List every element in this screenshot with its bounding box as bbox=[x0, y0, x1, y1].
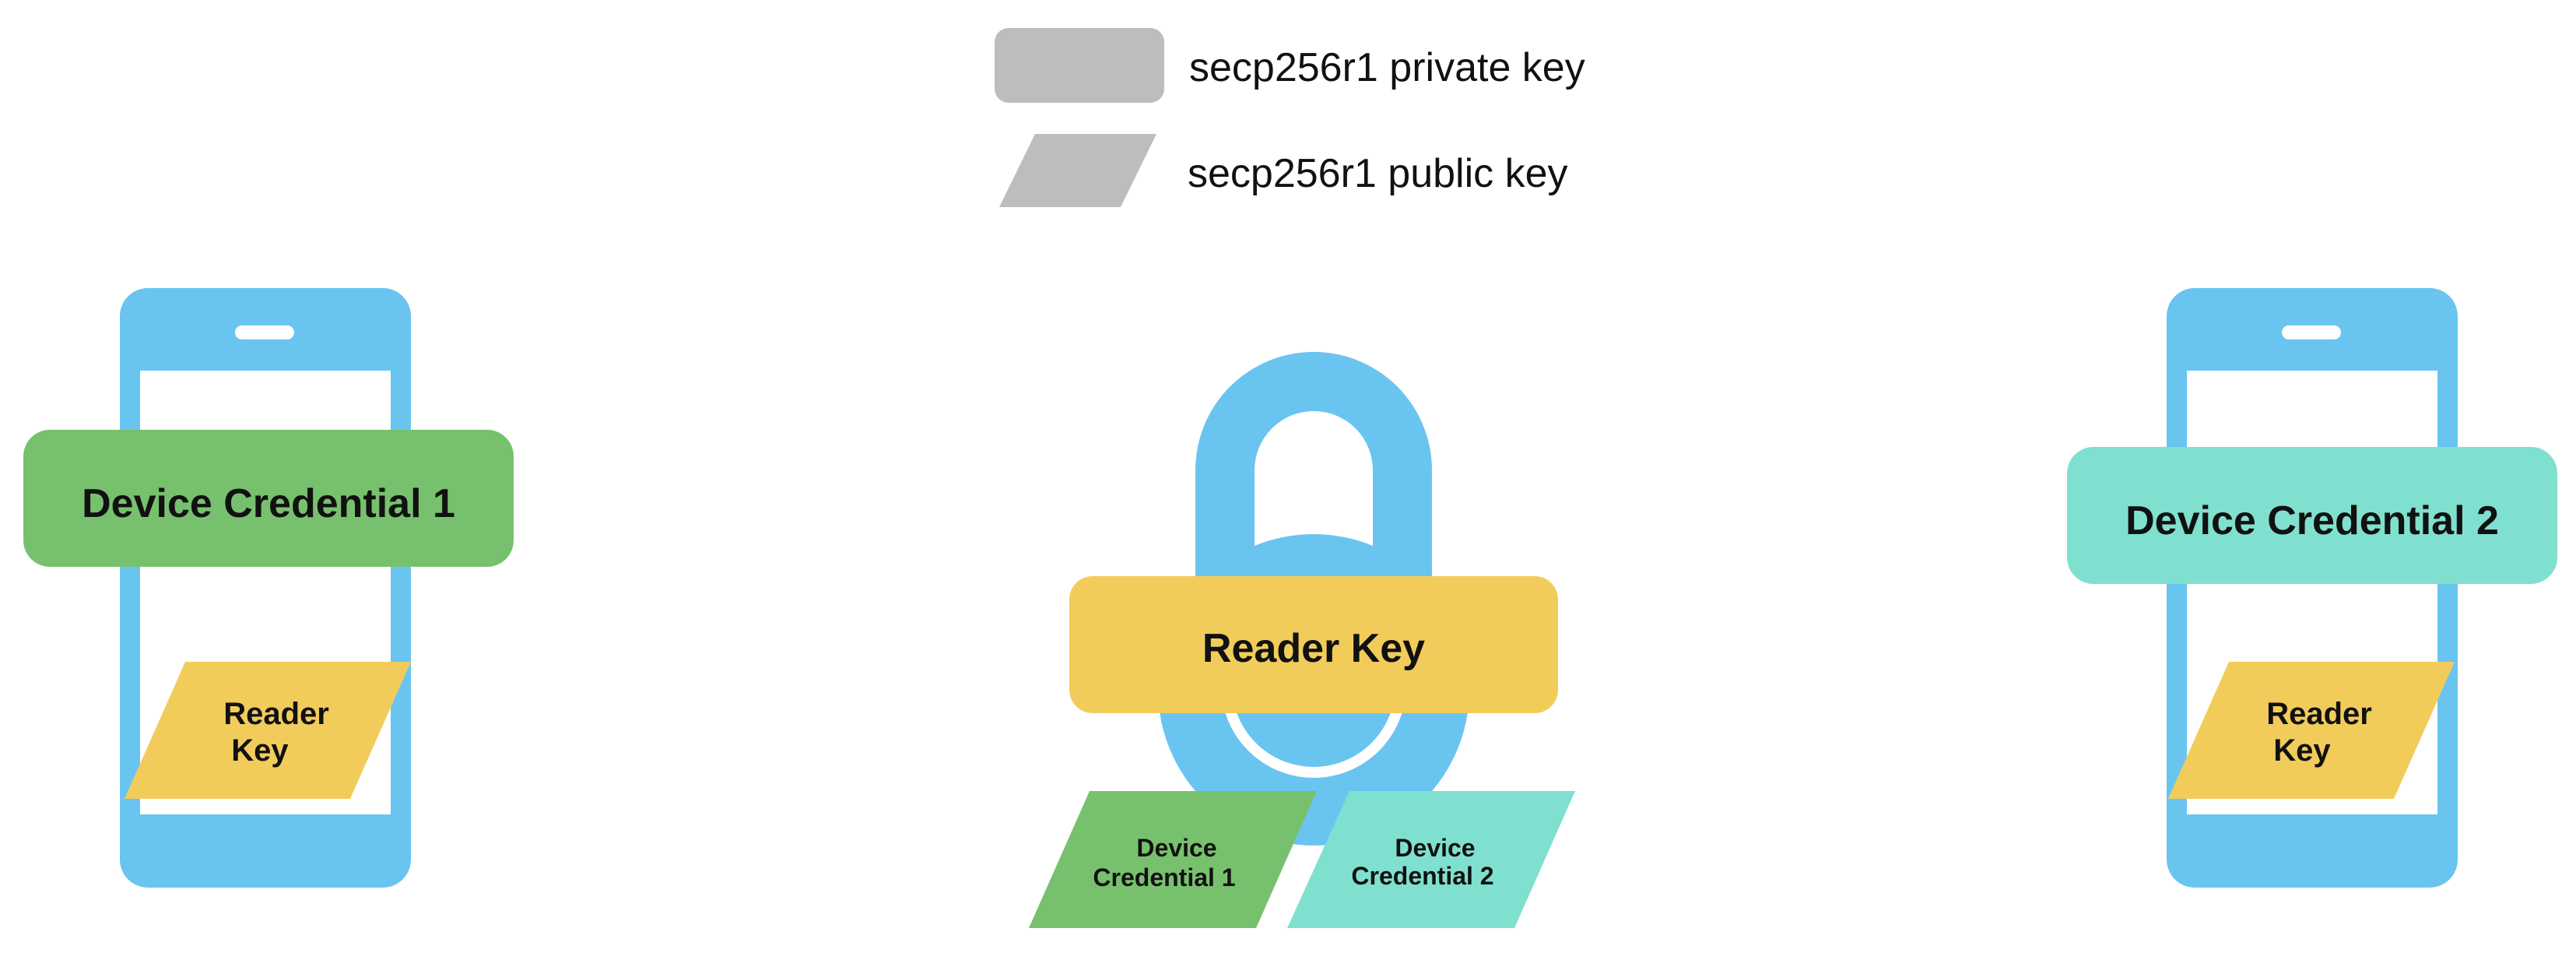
reader-key-line2: Key bbox=[2273, 733, 2331, 768]
credential-1-line1: Device bbox=[1136, 834, 1216, 862]
private-key-legend-swatch bbox=[995, 28, 1164, 103]
public-key-legend-swatch bbox=[999, 134, 1156, 207]
reader-key-label: Reader Key bbox=[1202, 626, 1425, 671]
credential-2-shape bbox=[1287, 791, 1575, 928]
reader-key-line1: Reader bbox=[2266, 697, 2372, 731]
public-key-legend-label: secp256r1 public key bbox=[1188, 151, 1568, 196]
legend: secp256r1 private key secp256r1 public k… bbox=[995, 28, 1585, 207]
device-credential-1-public-key: Device Credential 1 bbox=[1029, 791, 1317, 928]
credential-label: Device Credential 1 bbox=[82, 481, 455, 526]
device-credential-1-private-key: Device Credential 1 bbox=[23, 430, 514, 567]
credential-box bbox=[2067, 447, 2557, 584]
reader-key-box bbox=[1069, 576, 1558, 713]
credential-2-line1: Device bbox=[1395, 834, 1475, 862]
reader-key-public-key: Reader Key bbox=[125, 662, 411, 799]
center-lock: Reader Key Device Credential 1 Device Cr… bbox=[1029, 352, 1575, 928]
private-key-legend-label: secp256r1 private key bbox=[1189, 45, 1585, 90]
reader-key-line1: Reader bbox=[223, 697, 329, 731]
reader-key-shape bbox=[2168, 662, 2455, 799]
credential-label: Device Credential 2 bbox=[2125, 498, 2499, 543]
reader-key-public-key: Reader Key bbox=[2168, 662, 2455, 799]
right-phone: Device Credential 2 Reader Key bbox=[2067, 288, 2557, 888]
credential-box bbox=[23, 430, 514, 567]
left-phone: Device Credential 1 Reader Key bbox=[23, 288, 514, 888]
credential-1-shape bbox=[1029, 791, 1317, 928]
phone-speaker bbox=[235, 325, 294, 339]
device-credential-2-private-key: Device Credential 2 bbox=[2067, 447, 2557, 584]
credential-1-line2: Credential 1 bbox=[1093, 863, 1235, 891]
phone-speaker bbox=[2282, 325, 2341, 339]
reader-key-shape bbox=[125, 662, 411, 799]
credential-2-line2: Credential 2 bbox=[1351, 862, 1493, 890]
reader-key-line2: Key bbox=[231, 733, 289, 768]
reader-key-private-key: Reader Key bbox=[1069, 576, 1558, 713]
device-credential-2-public-key: Device Credential 2 bbox=[1287, 791, 1575, 928]
